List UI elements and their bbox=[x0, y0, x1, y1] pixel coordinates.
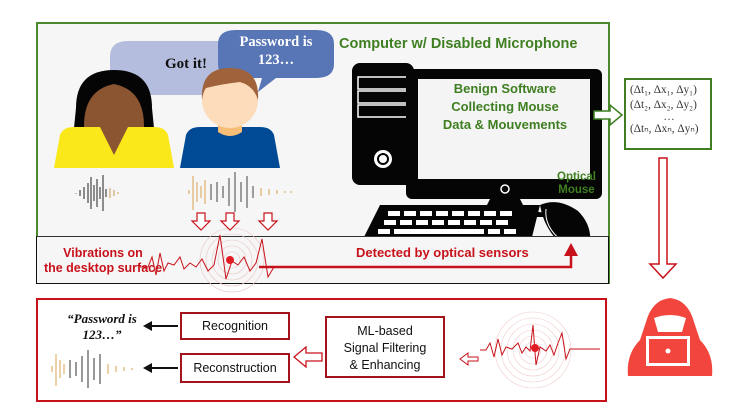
optical-mouse-label: Optical Mouse bbox=[557, 171, 596, 197]
detected-label: Detected by optical sensors bbox=[356, 245, 529, 260]
left-hollow-arrow-icon bbox=[292, 345, 323, 369]
vector-row: (Δtₙ, Δxₙ, Δyₙ) bbox=[630, 123, 699, 135]
monitor-text: Benign Software Collecting Mouse Data & … bbox=[420, 80, 590, 134]
ml-box-line2: Signal Filtering bbox=[343, 341, 427, 355]
monitor-text-line2: Collecting Mouse bbox=[451, 99, 559, 114]
monitor-text-line3: Data & Mouvements bbox=[442, 117, 568, 132]
mouse-data-vector-box: (Δt₁, Δx₁, Δy₁) (Δt₂, Δx₂, Δy₂) … (Δtₙ, … bbox=[624, 78, 712, 150]
computer-icon bbox=[352, 63, 602, 251]
vibration-label: Vibrations on the desktop surface bbox=[38, 246, 168, 276]
speaker-waveform bbox=[188, 172, 292, 212]
man-icon bbox=[180, 68, 280, 168]
ml-box-line1: ML-based bbox=[357, 324, 413, 338]
attacker-icon bbox=[627, 298, 713, 376]
attack-pipeline-panel bbox=[36, 298, 607, 402]
reconstructed-waveform bbox=[51, 350, 133, 388]
captured-signal-icon bbox=[480, 311, 600, 389]
left-hollow-arrow-small-icon bbox=[459, 352, 479, 366]
ml-box-line3: & Enhancing bbox=[349, 358, 421, 372]
optical-mouse-label-line1: Optical bbox=[557, 171, 596, 183]
desktop-surface-band bbox=[36, 236, 609, 284]
speaker-speech: Password is 123… bbox=[226, 33, 326, 69]
listener-speech: Got it! bbox=[164, 56, 208, 72]
ml-filtering-box: ML-based Signal Filtering & Enhancing bbox=[325, 316, 445, 378]
speaker-speech-line1: Password is bbox=[239, 34, 313, 50]
vibration-label-line2: the desktop surface bbox=[43, 261, 163, 275]
recovered-quote-line2: 123…” bbox=[82, 327, 122, 342]
panel-title: Computer w/ Disabled Microphone bbox=[339, 36, 578, 52]
recognition-box: Recognition bbox=[180, 312, 290, 340]
vector-row: (Δt₂, Δx₂, Δy₂) bbox=[630, 99, 697, 111]
listener-waveform bbox=[75, 175, 119, 211]
vibration-signal-icon bbox=[140, 212, 300, 293]
vector-row: (Δt₁, Δx₁, Δy₁) bbox=[630, 84, 697, 96]
down-arrows bbox=[190, 212, 279, 231]
reconstruction-box: Reconstruction bbox=[180, 353, 290, 383]
recovered-quote: “Password is 123…” bbox=[52, 311, 152, 343]
vector-row: … bbox=[663, 111, 675, 123]
woman-icon bbox=[54, 70, 174, 168]
optical-mouse-label-line2: Mouse bbox=[558, 184, 595, 196]
recovered-quote-line1: “Password is bbox=[67, 311, 137, 326]
monitor-text-line1: Benign Software bbox=[453, 81, 557, 96]
vibration-label-line1: Vibrations on bbox=[63, 246, 143, 260]
speaker-speech-line2: 123… bbox=[257, 52, 295, 68]
